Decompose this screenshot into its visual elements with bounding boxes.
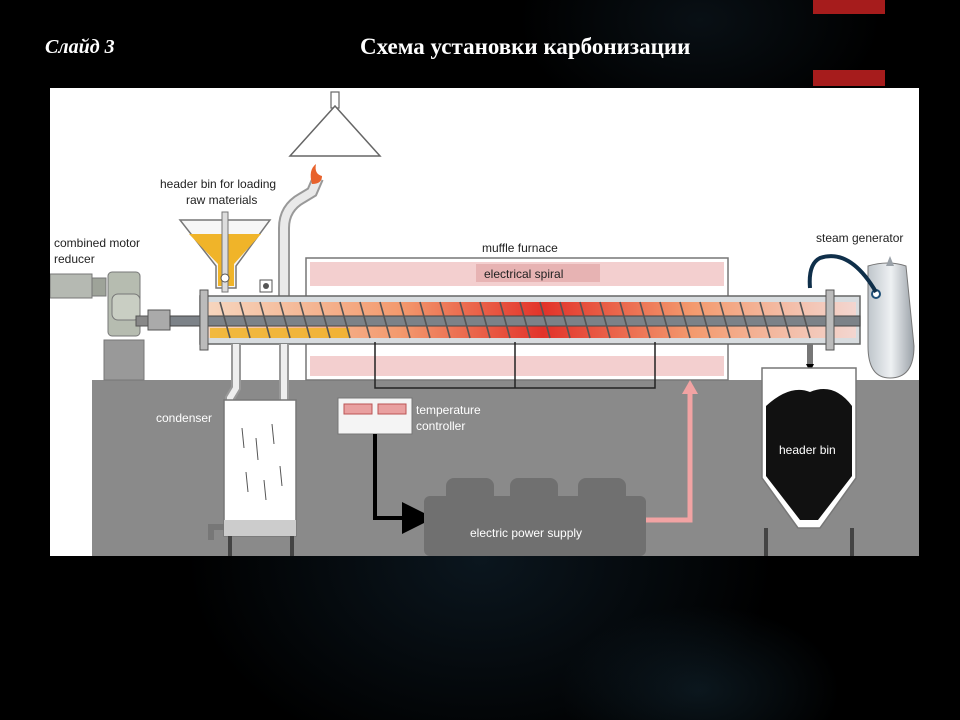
motor-reducer [50, 271, 177, 381]
label-temperature-line1: temperature [416, 403, 481, 417]
carbonization-diagram: header bin for loading raw materials com… [50, 88, 919, 556]
valve-icon [259, 279, 273, 293]
diagram-svg: header bin for loading raw materials com… [50, 91, 919, 556]
label-power-supply: electric power supply [470, 526, 582, 540]
steam-generator [807, 254, 915, 379]
label-header-bin: header bin [779, 443, 836, 457]
screw-conveyor-tube [169, 289, 861, 351]
slide-title: Схема установки карбонизации [360, 34, 691, 59]
label-loading-bin-line2: raw materials [186, 193, 257, 207]
accent-bar-top [813, 0, 885, 14]
label-muffle-furnace: muffle furnace [482, 241, 558, 255]
label-electrical-spiral: electrical spiral [484, 267, 563, 281]
flame-icon [310, 164, 322, 184]
label-temperature-line2: controller [416, 419, 465, 433]
condenser-tank [223, 399, 297, 556]
label-steam-generator: steam generator [816, 231, 903, 245]
exhaust-hood-icon [288, 91, 382, 157]
label-condenser: condenser [156, 411, 212, 425]
power-feed-arrow [646, 388, 693, 523]
faucet-icon [208, 524, 224, 540]
loading-hopper [178, 211, 272, 293]
control-signal-arrow [373, 434, 434, 534]
header-bin [761, 367, 857, 556]
label-motor-line1: combined motor [54, 236, 140, 250]
thermocouple-wires [374, 342, 656, 389]
accent-bar-bottom [813, 70, 885, 86]
label-motor-line2: reducer [54, 252, 95, 266]
label-loading-bin-line1: header bin for loading [160, 177, 276, 191]
temperature-controller [337, 397, 413, 435]
power-supply [424, 478, 646, 556]
slide-number: Слайд 3 [45, 36, 115, 58]
